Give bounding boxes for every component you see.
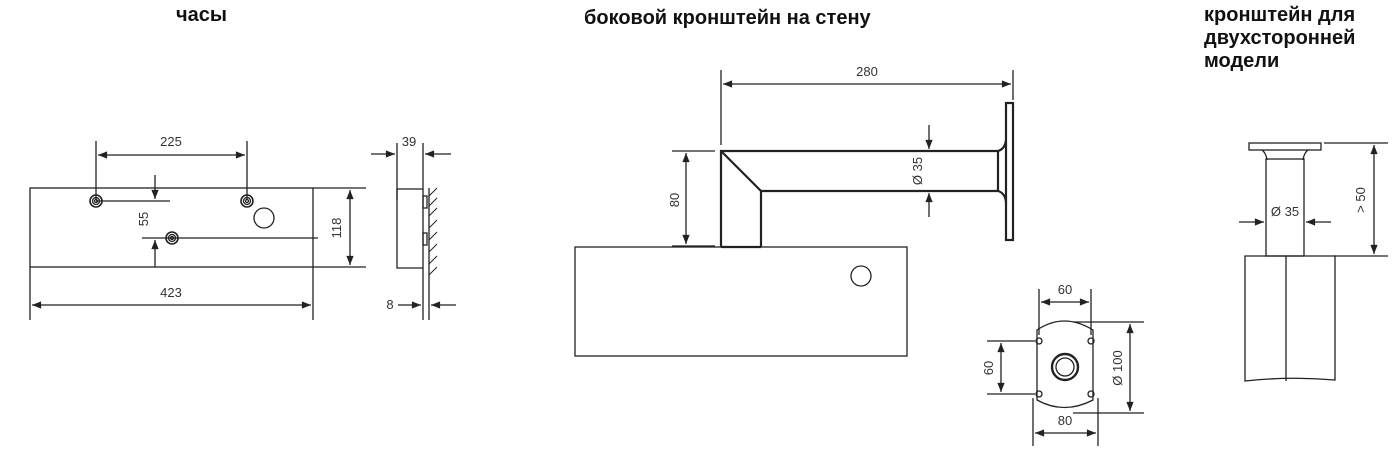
clock-body <box>574 246 908 357</box>
dim-118: 118 <box>329 218 344 239</box>
tube-hole-icon <box>1050 352 1080 382</box>
mount-plate-view <box>987 289 1144 446</box>
title-side-bracket: боковой кронштейн на стену <box>584 7 871 29</box>
plate-outline <box>1036 320 1094 409</box>
dim-ceiling-height: > 50 <box>1353 187 1368 213</box>
dim-tube-diameter: Ø 35 <box>910 157 925 185</box>
dim-8: 8 <box>386 297 393 312</box>
sensor-circle-icon <box>253 207 275 229</box>
dim-plate-60-x: 60 <box>1058 282 1072 297</box>
dim-plate-80: 80 <box>1058 413 1072 428</box>
screw-hole-icon <box>240 194 254 208</box>
title-line-2: двухсторонней <box>1204 27 1356 49</box>
title-line-1: кронштейн для <box>1204 4 1356 26</box>
dim-plate-diameter: Ø 100 <box>1110 350 1125 385</box>
title-clock: часы <box>176 4 227 26</box>
clock-front-view <box>29 141 366 320</box>
title-double-sided-bracket: кронштейн для двухсторонней модели <box>1204 4 1355 73</box>
dim-423: 423 <box>160 285 182 300</box>
dim-plate-60-y: 60 <box>981 361 996 375</box>
dim-39: 39 <box>402 134 416 149</box>
screw-hole-icon <box>89 194 103 208</box>
side-bracket-view <box>574 70 1015 357</box>
sensor-circle-icon <box>850 265 872 287</box>
dim-280: 280 <box>856 64 878 79</box>
ceiling-bracket-view <box>1239 142 1388 382</box>
clock-body <box>29 187 314 268</box>
dim-55: 55 <box>136 212 151 226</box>
dim-ceiling-tube-diameter: Ø 35 <box>1271 204 1299 219</box>
screw-hole-icon <box>165 231 179 245</box>
dim-225: 225 <box>160 134 182 149</box>
clock-side-view <box>371 143 456 320</box>
title-line-3: модели <box>1204 50 1280 72</box>
dim-80: 80 <box>667 193 682 207</box>
